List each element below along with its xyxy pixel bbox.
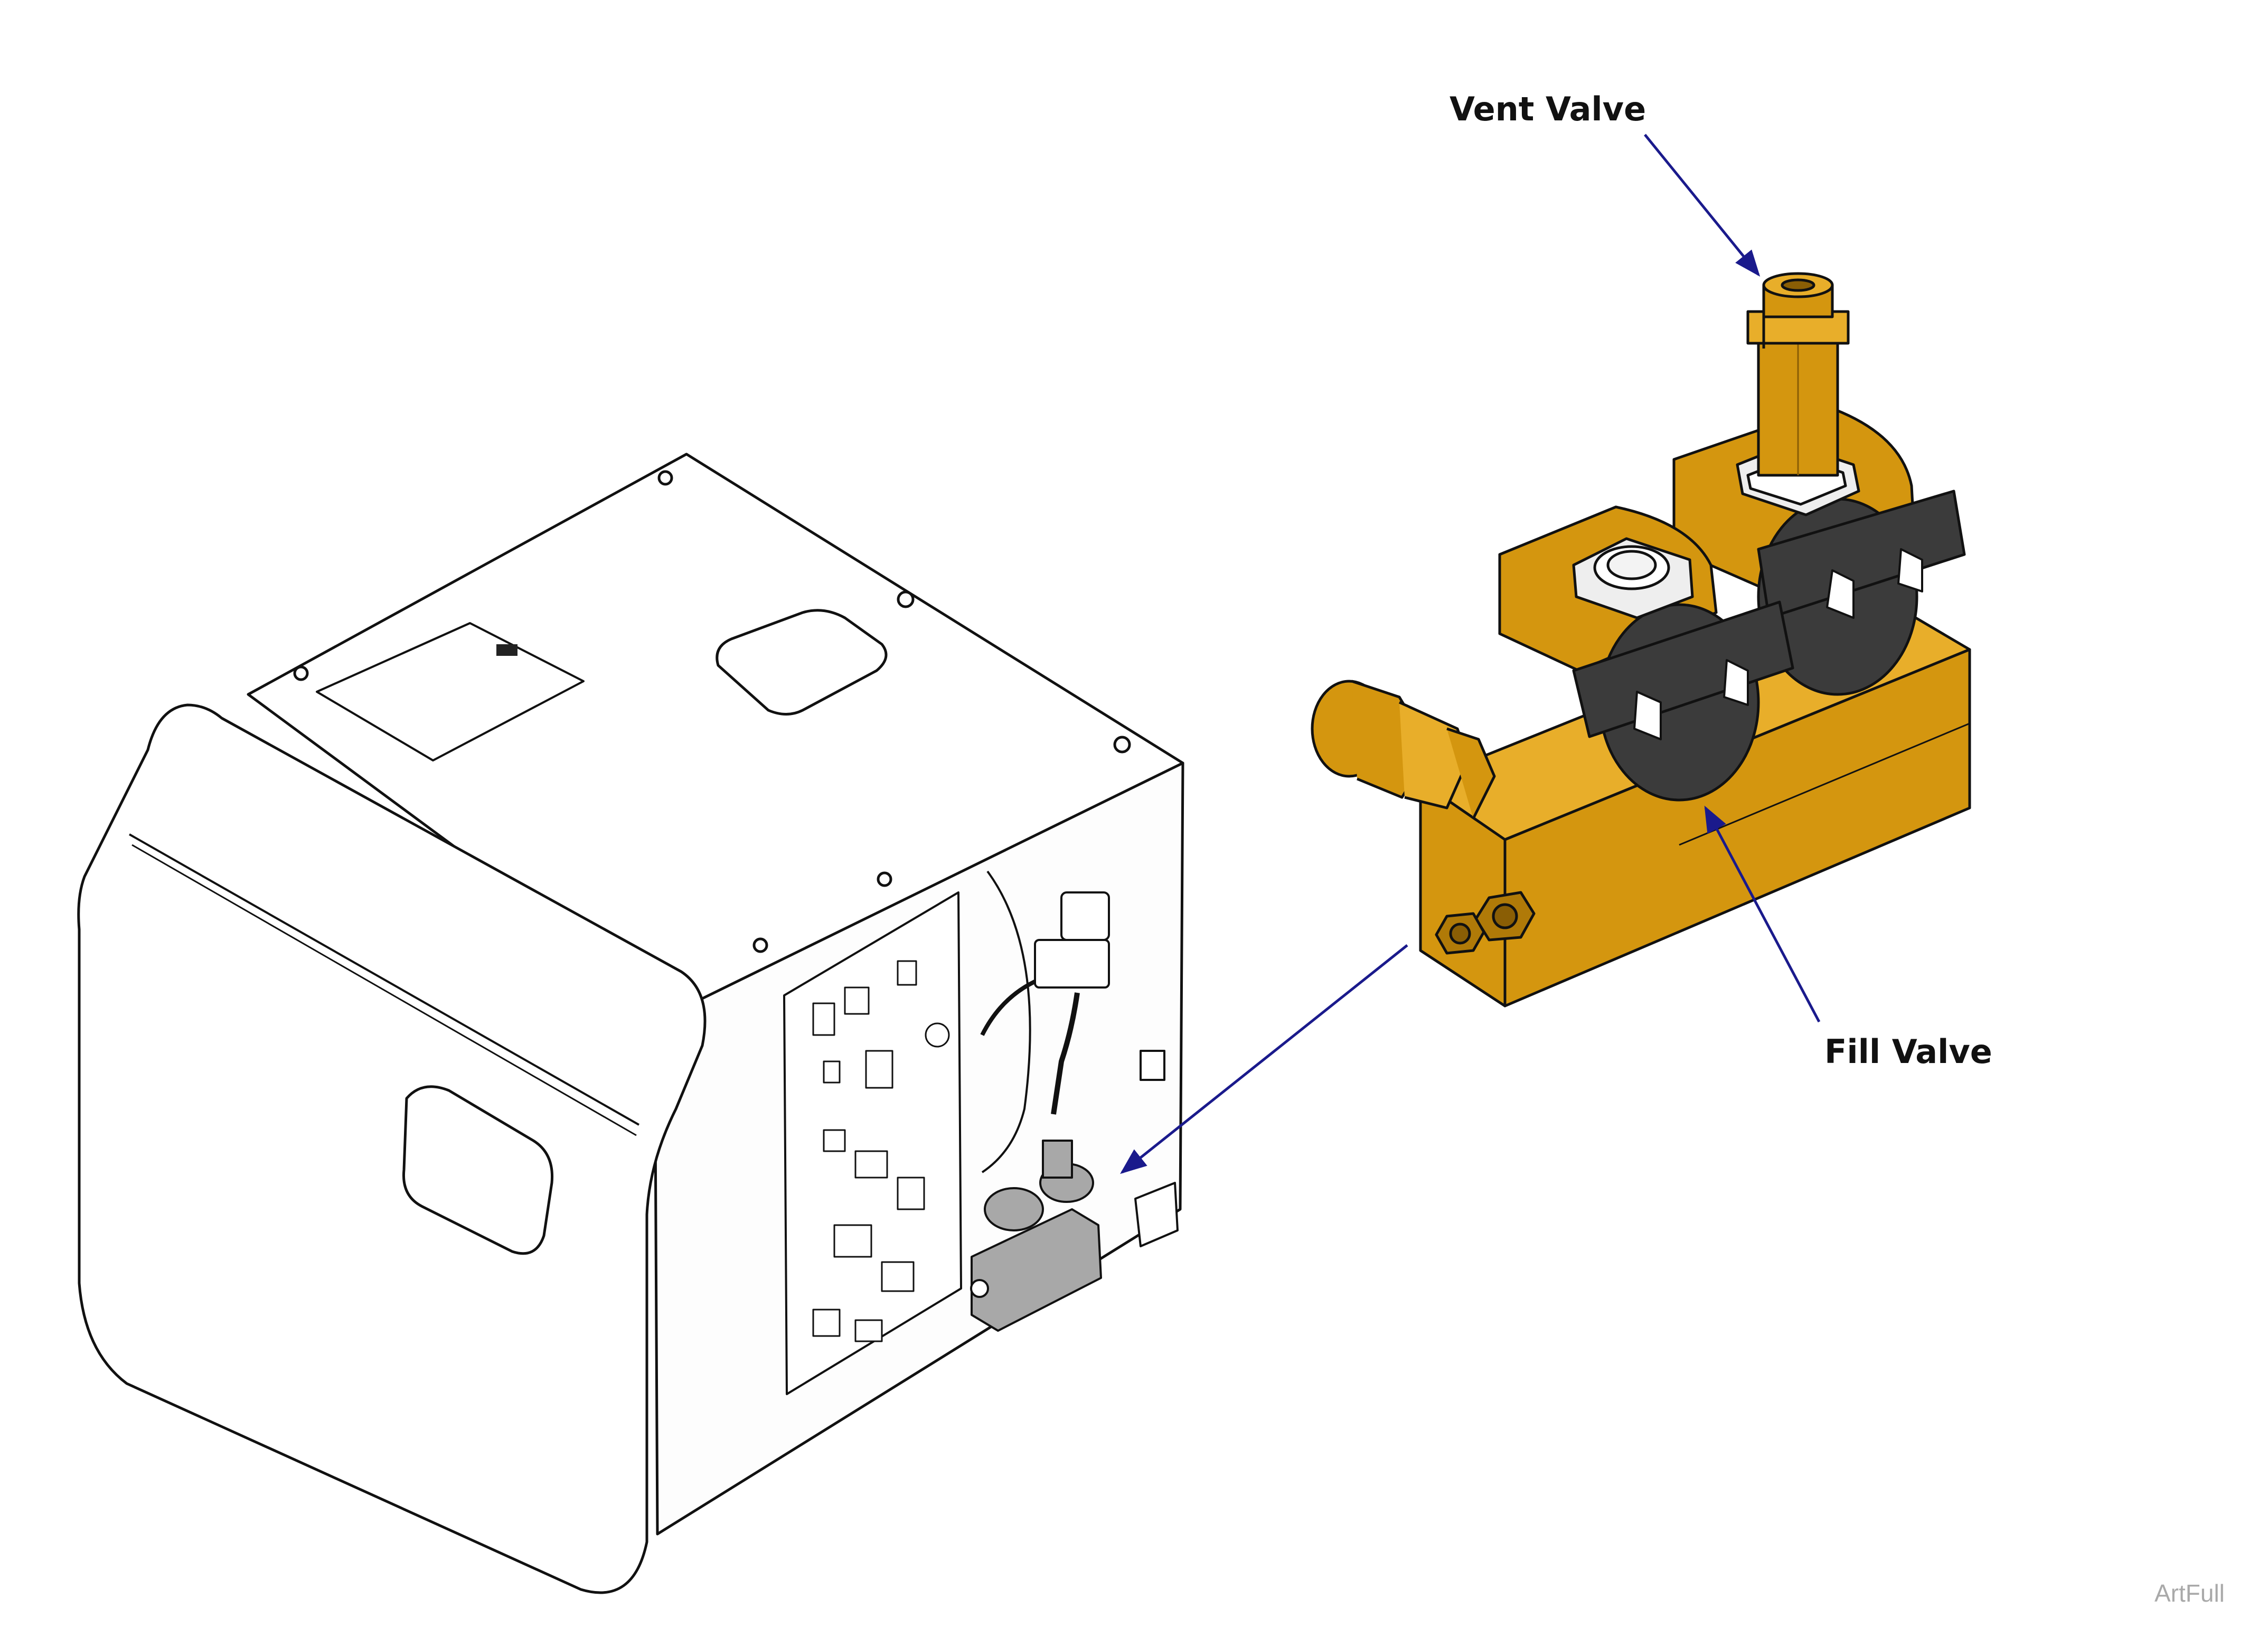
board-components xyxy=(812,960,950,1342)
upper-valve xyxy=(1034,939,1110,989)
chamber-curve xyxy=(981,870,1031,1173)
label-mark xyxy=(496,644,517,656)
front-door xyxy=(77,703,707,1594)
manifold-block-side xyxy=(1503,648,1971,1008)
door-lip xyxy=(129,833,639,1126)
artfull-watermark: ArtFull xyxy=(2154,1579,2225,1607)
door-handle xyxy=(402,1085,554,1255)
leader-arrows xyxy=(1120,134,1821,1174)
top-label xyxy=(316,622,585,761)
fill-valve-arrow xyxy=(1704,805,1821,1023)
front-coil-cover xyxy=(1572,600,1794,738)
manifold-ports xyxy=(1435,891,1536,955)
fill-valve-label: Fill Valve xyxy=(1824,1032,1992,1071)
valve-assembly xyxy=(1311,272,1971,1008)
highlighted-valve-assembly xyxy=(970,1140,1102,1332)
door-lip-2 xyxy=(131,844,637,1136)
assembly-location-arrow xyxy=(1120,944,1408,1174)
rear-coil-cover xyxy=(1757,490,1966,619)
tube xyxy=(1051,992,1080,1115)
top-hatch xyxy=(716,609,888,716)
vent-valve-label: Vent Valve xyxy=(1450,90,1646,128)
inlet-fitting xyxy=(1311,680,1496,820)
vent-valve-arrow xyxy=(1644,134,1761,277)
sterilizer-unit xyxy=(77,453,1184,1594)
